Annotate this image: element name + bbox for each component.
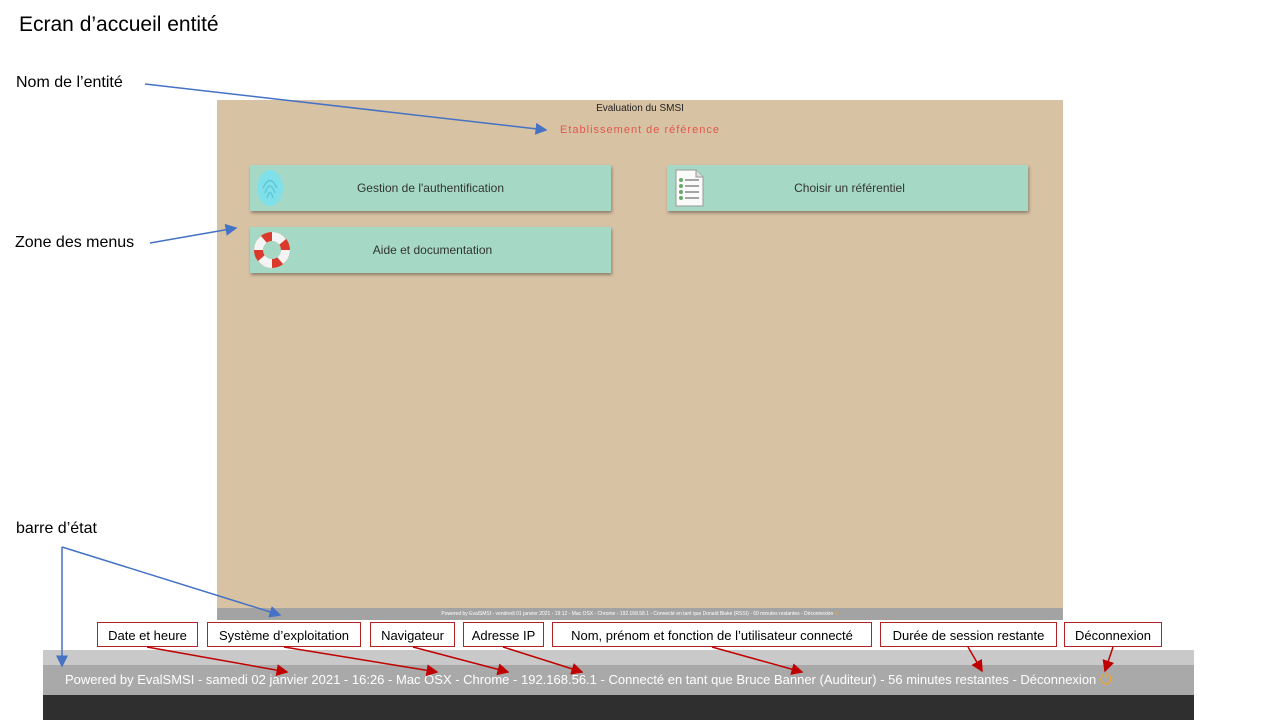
- callout-ip: Adresse IP: [463, 622, 544, 647]
- app-screen: Evaluation du SMSI Etablissement de réfé…: [217, 100, 1063, 620]
- status-browser: Chrome: [463, 672, 510, 687]
- menu-authentication[interactable]: Gestion de l'authentification: [250, 165, 611, 211]
- status-logout-link[interactable]: Déconnexion: [1020, 672, 1097, 687]
- callout-os: Système d’exploitation: [207, 622, 361, 647]
- annotation-entity-name: Nom de l’entité: [16, 74, 123, 91]
- status-user: Connecté en tant que Bruce Banner (Audit…: [608, 672, 877, 687]
- menu-authentication-label: Gestion de l'authentification: [356, 181, 505, 195]
- menu-choose-framework[interactable]: Choisir un référentiel: [667, 165, 1028, 211]
- status-session: 56 minutes restantes: [888, 672, 1009, 687]
- dark-strip: [43, 695, 1194, 720]
- app-title: Evaluation du SMSI: [596, 103, 684, 114]
- annotation-menu-zone: Zone des menus: [15, 234, 135, 251]
- status-os: Mac OSX: [395, 672, 452, 687]
- status-bar-zoomed-text: Powered by EvalSMSI - samedi 02 janvier …: [65, 671, 1112, 688]
- callout-date-time: Date et heure: [97, 622, 198, 647]
- fingerprint-icon: [250, 169, 290, 207]
- status-date-time: samedi 02 janvier 2021 - 16:26: [205, 672, 385, 687]
- status-bar-zoomed: Powered by EvalSMSI - samedi 02 janvier …: [43, 650, 1194, 695]
- status-bar-small-text: Powered by EvalSMSI - vendredi 01 janvie…: [441, 611, 834, 617]
- slide-title: Ecran d’accueil entité: [19, 13, 219, 36]
- power-icon[interactable]: ⏻: [834, 611, 839, 617]
- status-ip: 192.168.56.1: [520, 672, 597, 687]
- callout-session: Durée de session restante: [880, 622, 1057, 647]
- status-powered-by: Powered by EvalSMSI: [65, 672, 195, 687]
- document-checklist-icon: [667, 169, 711, 207]
- menu-help[interactable]: Aide et documentation: [250, 227, 611, 273]
- callout-browser: Navigateur: [370, 622, 455, 647]
- callout-user: Nom, prénom et fonction de l’utilisateur…: [552, 622, 872, 647]
- menu-choose-framework-label: Choisir un référentiel: [794, 181, 905, 195]
- entity-name: Etablissement de référence: [560, 124, 720, 136]
- status-bar-small: Powered by EvalSMSI - vendredi 01 janvie…: [217, 608, 1063, 620]
- power-icon[interactable]: ⏻: [1099, 671, 1112, 688]
- menu-help-label: Aide et documentation: [372, 243, 493, 257]
- annotation-status-bar: barre d’état: [16, 520, 97, 537]
- callout-logout: Déconnexion: [1064, 622, 1162, 647]
- lifebuoy-icon: [250, 230, 294, 270]
